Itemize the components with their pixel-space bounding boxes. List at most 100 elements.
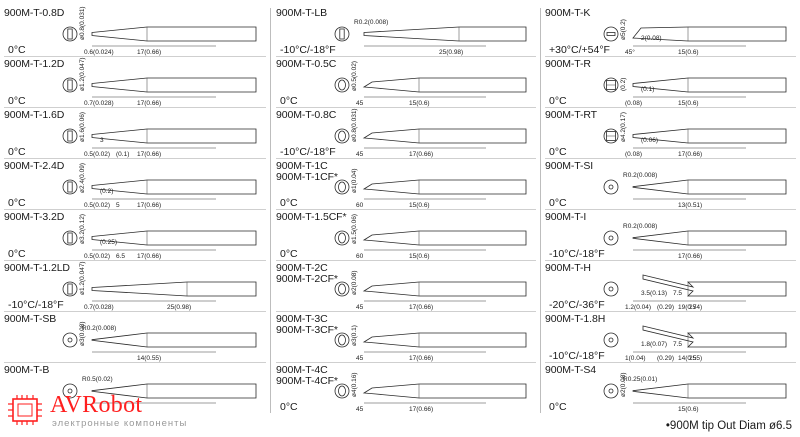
tip-end-view	[334, 128, 350, 144]
brand-name: AVRobot	[50, 392, 143, 418]
end-diameter-label: ø5(0.2)	[620, 19, 627, 40]
tip-drawing: R0.2(0.008)13(0.51)	[603, 172, 787, 209]
tip-model-name: 900M-T-R	[545, 58, 591, 70]
tip-side-profile	[362, 128, 527, 144]
column-divider	[540, 8, 541, 413]
tip-end-view	[603, 383, 619, 399]
tip-temperature-offset: 0°C	[8, 44, 26, 56]
footer-note: •900M tip Out Diam ø6.5	[665, 420, 792, 432]
tip-side-profile	[632, 26, 787, 42]
tip-side-profile	[91, 281, 257, 297]
tip-model-name: 900M-T-SI	[545, 160, 594, 172]
dimension-label: 17(0.66)	[409, 406, 433, 413]
dimension-label: R0.2(0.008)	[623, 223, 657, 230]
tip-side-profile	[362, 179, 527, 195]
tip-end-view	[603, 332, 619, 348]
end-diameter-label: ø4.2(0.17)	[620, 112, 627, 142]
tip-temperature-offset: 0°C	[280, 248, 298, 260]
tip-side-profile	[642, 325, 787, 348]
dimension-label: 0.5(0.02)	[84, 253, 110, 260]
dimension-label: (0.29)	[657, 304, 674, 311]
tip-side-profile	[91, 383, 257, 399]
row-divider	[545, 311, 796, 312]
dimension-label: 15(0.6)	[409, 253, 430, 260]
tip-temperature-offset: -10°C/-18°F	[8, 299, 64, 311]
tip-end-view	[603, 26, 619, 42]
end-diameter-label: ø1(0.04)	[351, 168, 358, 193]
row-divider	[4, 158, 266, 159]
tip-end-view	[62, 281, 78, 297]
tip-end-view	[334, 383, 350, 399]
dimension-label: (0.25)	[100, 239, 117, 246]
tip-temperature-offset: 0°C	[8, 95, 26, 107]
dimension-label: 45	[356, 304, 364, 311]
tip-model-name: 900M-T-RT	[545, 109, 597, 121]
row-divider	[276, 260, 536, 261]
tip-model-name: 900M-T-1.2D	[4, 58, 65, 70]
row-divider	[276, 311, 536, 312]
tip-temperature-offset: -10°C/-18°F	[549, 248, 605, 260]
dimension-label: R0.2(0.008)	[623, 172, 657, 179]
tip-cell: 900M-T-SI 0°C R0.2(0.008)13(0.51)	[541, 159, 800, 210]
row-divider	[4, 209, 266, 210]
tip-end-view	[334, 179, 350, 195]
dimension-label: 17(0.66)	[137, 100, 161, 107]
tip-model-name: 900M-T-0.8C	[276, 109, 337, 121]
chip-logo-icon	[8, 395, 42, 425]
dimension-label: 0.5(0.02)	[84, 151, 110, 158]
dimension-label: 17(0.66)	[409, 151, 433, 158]
tip-side-profile	[632, 77, 787, 93]
tip-side-profile	[91, 332, 257, 348]
dimension-label: 2(0.08)	[641, 35, 662, 42]
end-diameter-label: ø0.8(0.031)	[79, 6, 86, 40]
tip-model-name: 900M-T-2C 900M-T-2CF*	[276, 262, 338, 285]
tip-drawing: R0.5(0.02)	[62, 376, 257, 404]
tip-drawing: ø1.2(0.047)0.7(0.028)25(0.98)	[62, 261, 257, 311]
tip-side-profile	[632, 179, 787, 195]
tip-end-view	[603, 230, 619, 246]
dimension-label: 14(0.55)	[137, 355, 161, 362]
end-diameter-label: ø4(0.16)	[351, 372, 358, 397]
row-divider	[276, 56, 536, 57]
dimension-label: 0.7(0.028)	[84, 304, 114, 311]
tip-drawing: R0.2(0.008)25(0.98)	[334, 19, 527, 56]
tip-temperature-offset: 0°C	[549, 197, 567, 209]
row-divider	[4, 56, 266, 57]
tip-model-name: 900M-T-S4	[545, 364, 597, 376]
dimension-label: 60	[356, 202, 364, 209]
dimension-label: (0.08)	[625, 100, 642, 107]
dimension-label: 17(0.66)	[409, 355, 433, 362]
tip-side-profile	[363, 26, 527, 42]
tip-model-name: 900M-T-4C 900M-T-4CF*	[276, 364, 338, 387]
dimension-label: 45	[356, 355, 364, 362]
tip-model-name: 900M-T-I	[545, 211, 587, 223]
dimension-label: 6.5	[116, 253, 125, 260]
tip-temperature-offset: -10°C/-18°F	[280, 146, 336, 158]
tip-model-name: 900M-T-K	[545, 7, 591, 19]
tip-side-profile	[362, 383, 527, 399]
row-divider	[545, 362, 796, 363]
tip-end-view	[62, 383, 78, 399]
tip-drawing: ø0.8(0.031)0.6(0.024)17(0.66)	[62, 6, 257, 56]
dimension-label: 25	[689, 304, 697, 311]
tip-side-profile	[91, 26, 257, 42]
dimension-label: 17(0.66)	[678, 151, 702, 158]
dimension-label: 25(0.98)	[167, 304, 191, 311]
